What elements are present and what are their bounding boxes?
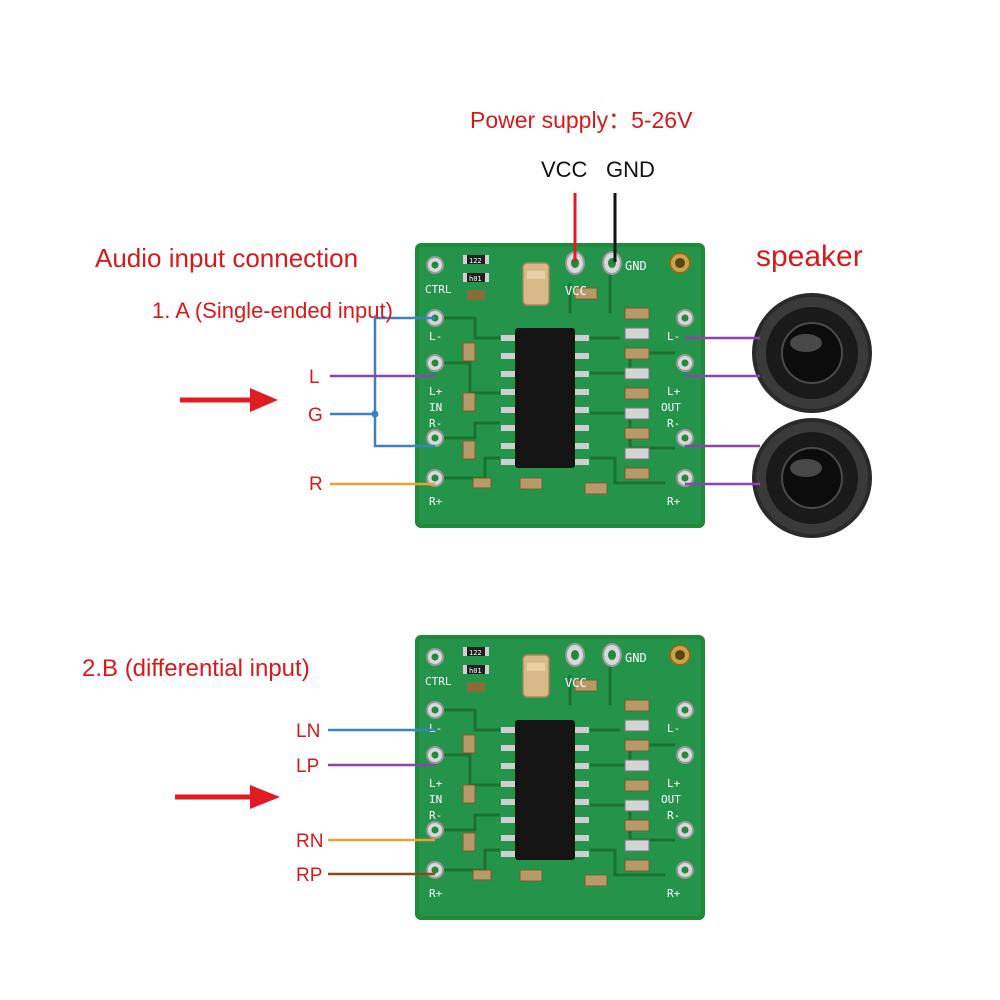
board-a-in: IN — [429, 401, 442, 414]
input-wires-b — [328, 728, 435, 876]
board-b-l-plus: L+ — [429, 777, 443, 790]
board-b-res2: h01 — [469, 667, 482, 675]
board-b-r-plus: R+ — [429, 887, 443, 900]
board-b-gnd: GND — [625, 651, 647, 665]
speaker-label: speaker — [756, 240, 863, 273]
board-a-vcc: VCC — [565, 284, 587, 298]
power-supply-title: Power supply：5-26V — [470, 107, 693, 133]
differential-heading: 2.B (differential input) — [82, 655, 310, 682]
board-b-out-r-plus: R+ — [667, 887, 681, 900]
amplifier-board-b: 122 h01 CTRL L- L+ IN R- R+ VCC GND L- L… — [413, 633, 707, 922]
audio-input-heading: Audio input connection — [95, 243, 358, 273]
board-b-out: OUT — [661, 793, 681, 806]
board-a-res2: h01 — [469, 275, 482, 283]
board-b-out-l-plus: L+ — [667, 777, 681, 790]
board-a-res1: 122 — [469, 257, 482, 265]
pin-label-g: G — [308, 405, 323, 426]
board-a-out-r-plus: R+ — [667, 495, 681, 508]
board-b-res1: 122 — [469, 649, 482, 657]
pin-label-l: L — [309, 367, 320, 388]
board-a-gnd: GND — [625, 259, 647, 273]
board-a-r-plus: R+ — [429, 495, 443, 508]
board-b-out-r-minus: R- — [667, 809, 680, 822]
pin-label-rn: RN — [296, 831, 323, 852]
board-a-out: OUT — [661, 401, 681, 414]
board-a-l-plus: L+ — [429, 385, 443, 398]
amplifier-board-a: 122 h01 CTRL L- L+ IN R- R+ VCC GND L- L… — [413, 241, 707, 530]
speaker-top — [751, 292, 873, 414]
board-a-r-minus: R- — [429, 417, 442, 430]
single-ended-subheading: 1. A (Single-ended input) — [152, 298, 393, 323]
vcc-label: VCC — [541, 157, 588, 182]
board-b-r-minus: R- — [429, 809, 442, 822]
arrow-right-b — [175, 785, 280, 809]
board-b-l-minus: L- — [429, 722, 442, 735]
pin-label-lp: LP — [296, 756, 319, 777]
arrow-right-a — [180, 388, 278, 412]
pin-label-r: R — [309, 474, 323, 495]
pin-label-rp: RP — [296, 865, 322, 886]
board-a-ctrl: CTRL — [425, 283, 452, 296]
board-a-l-minus: L- — [429, 330, 442, 343]
board-b-in: IN — [429, 793, 442, 806]
board-b-ctrl: CTRL — [425, 675, 452, 688]
board-a-out-r-minus: R- — [667, 417, 680, 430]
board-a-out-l-minus: L- — [667, 330, 680, 343]
board-a-out-l-plus: L+ — [667, 385, 681, 398]
board-b-out-l-minus: L- — [667, 722, 680, 735]
input-wires-a — [330, 316, 435, 486]
board-b-vcc: VCC — [565, 676, 587, 690]
speaker-bottom — [751, 417, 873, 539]
pin-label-ln: LN — [296, 721, 320, 742]
speaker-wires — [685, 336, 760, 486]
gnd-label: GND — [606, 157, 655, 182]
